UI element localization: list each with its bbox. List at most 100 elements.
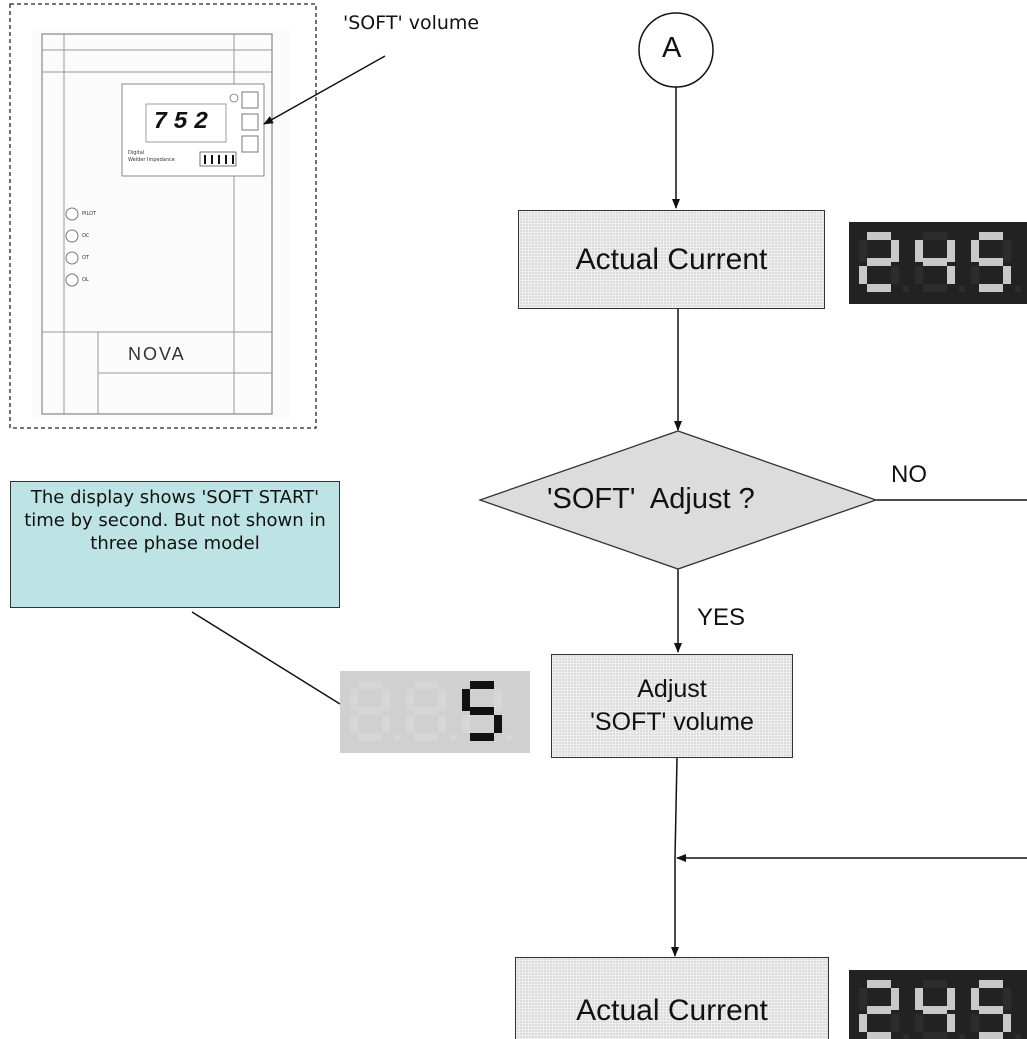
actual-current-box: Actual Current: [518, 210, 825, 309]
digit-0-segment-e: [350, 715, 358, 733]
digit-2-segment-d: [979, 284, 1003, 292]
digit-2-segment-f: [971, 988, 979, 1010]
digit-1-decimal-point: [450, 735, 456, 741]
digit-0-segment-f: [350, 689, 358, 711]
device-lcd-reading: 752: [153, 109, 215, 136]
digit-2-segment-d: [979, 1032, 1003, 1039]
digit-2-segment-e: [971, 266, 979, 284]
digit-2-decimal-point: [506, 735, 512, 741]
digit-0-segment-c: [382, 715, 390, 733]
digit-1-segment-g: [923, 258, 947, 266]
digit-1-segment-g: [923, 1006, 947, 1014]
digit-1-segment-b: [947, 988, 955, 1010]
digit-2-segment-g: [979, 258, 1003, 266]
note-leader-line: [191, 611, 341, 705]
digit-1-segment-e: [406, 715, 414, 733]
digit-2-segment-d: [470, 733, 494, 741]
device-led: [229, 93, 239, 103]
digit-0-segment-b: [891, 240, 899, 262]
digit-2-segment-g: [979, 1006, 1003, 1014]
digit-2-segment-c: [494, 715, 502, 733]
soft-volume-callout-arrow: [263, 55, 386, 125]
digit-1-segment-d: [414, 733, 438, 741]
digit-1-segment-b: [947, 240, 955, 262]
actual-current-label-bottom: Actual Current: [576, 994, 768, 1027]
digit-1-segment-d: [923, 284, 947, 292]
digit-0-segment-d: [867, 284, 891, 292]
digit-2-segment-g: [470, 707, 494, 715]
indicator-label: OC: [82, 233, 90, 239]
decision-diamond: [478, 430, 878, 570]
digit-0-segment-c: [891, 1014, 899, 1032]
digit-1-segment-a: [923, 980, 947, 988]
device-outline: [41, 33, 273, 415]
indicator-ot: [65, 251, 79, 265]
digit-1-decimal-point: [959, 286, 965, 292]
digit-1-segment-f: [915, 988, 923, 1010]
adjust-soft-volume-box: Adjust 'SOFT' volume: [551, 654, 793, 758]
digit-1-segment-f: [406, 689, 414, 711]
digit-2-segment-b: [1003, 988, 1011, 1010]
digit-0-decimal-point: [394, 735, 400, 741]
digit-2-segment-f: [462, 689, 470, 711]
digit-0-segment-g: [867, 258, 891, 266]
digit-1-segment-e: [915, 1014, 923, 1032]
digit-2-segment-e: [462, 715, 470, 733]
digit-2-segment-a: [979, 980, 1003, 988]
soft-volume-callout-label: 'SOFT' volume: [343, 12, 480, 34]
digit-2-segment-e: [971, 1014, 979, 1032]
digit-2-segment-a: [470, 681, 494, 689]
digit-0-segment-b: [382, 689, 390, 711]
device-panel-label: Welder Impedance: [128, 157, 175, 163]
decision-label: 'SOFT' Adjust ?: [547, 483, 755, 515]
digit-0-segment-a: [867, 232, 891, 240]
indicator-label: OL: [82, 277, 89, 283]
device-illustration: [9, 3, 317, 429]
digit-0-decimal-point: [903, 286, 909, 292]
yes-label: YES: [697, 604, 746, 631]
digit-0-segment-e: [859, 1014, 867, 1032]
digit-0-segment-g: [867, 1006, 891, 1014]
display-soft: [340, 671, 530, 753]
digit-1-segment-b: [438, 689, 446, 711]
indicator-label: PILOT: [82, 211, 97, 217]
device-knob: [241, 135, 259, 153]
digit-1-segment-d: [923, 1032, 947, 1039]
digit-0-segment-c: [891, 266, 899, 284]
digit-0-segment-a: [358, 681, 382, 689]
actual-current-label: Actual Current: [575, 242, 768, 276]
display-top: [849, 222, 1027, 304]
connector-a-label: A: [662, 32, 682, 64]
digit-0-segment-b: [891, 988, 899, 1010]
adjust-line2: 'SOFT' volume: [590, 708, 754, 736]
digit-2-segment-a: [979, 232, 1003, 240]
digit-2-segment-c: [1003, 1014, 1011, 1032]
digit-1-segment-a: [414, 681, 438, 689]
indicator-oc: [65, 229, 79, 243]
soft-start-note-text: The display shows 'SOFT START' time by s…: [24, 487, 326, 554]
digit-2-segment-c: [1003, 266, 1011, 284]
device-panel-label: Digital: [128, 150, 145, 156]
digit-0-segment-e: [859, 266, 867, 284]
digit-1-segment-f: [915, 240, 923, 262]
digit-0-segment-d: [358, 733, 382, 741]
device-brand-logo: NOVA: [128, 344, 186, 364]
no-label: NO: [891, 461, 927, 488]
indicator-label: OT: [82, 255, 89, 261]
digit-1-decimal-point: [959, 1034, 965, 1039]
digit-1-segment-c: [438, 715, 446, 733]
digit-0-segment-g: [358, 707, 382, 715]
actual-current-box-bottom: Actual Current: [515, 957, 829, 1039]
digit-1-segment-a: [923, 232, 947, 240]
digit-0-decimal-point: [903, 1034, 909, 1039]
display-bottom: [849, 970, 1027, 1039]
digit-0-segment-d: [867, 1032, 891, 1039]
digit-2-decimal-point: [1015, 1034, 1021, 1039]
line-adjust-down: [674, 757, 678, 859]
adjust-line1: Adjust: [637, 675, 707, 703]
indicator-pilot: [65, 207, 79, 221]
digit-1-segment-e: [915, 266, 923, 284]
digit-2-segment-b: [494, 689, 502, 711]
digit-0-segment-a: [867, 980, 891, 988]
